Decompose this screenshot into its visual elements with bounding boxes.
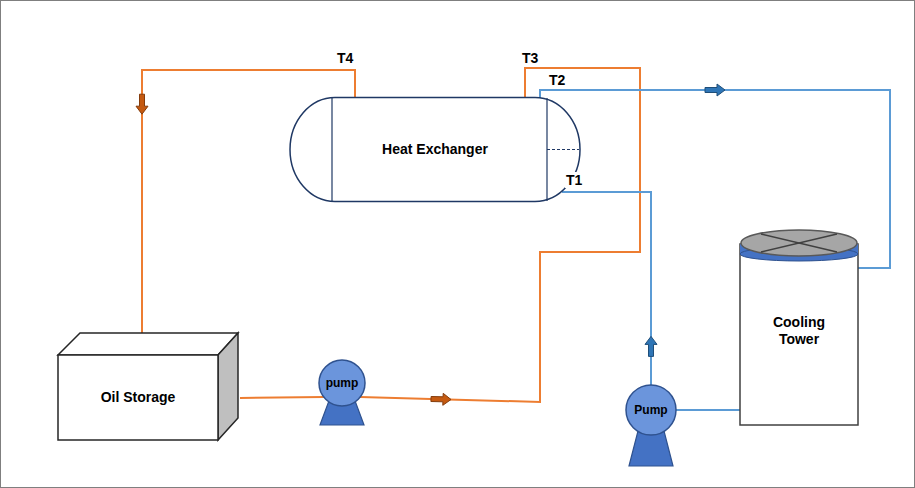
pipe-line [540,90,890,268]
heat-exchanger: Heat Exchanger [290,97,580,202]
pipe-connector [540,84,890,268]
flow-arrow [136,94,148,114]
temperature-point-label: T2 [548,72,566,88]
pipe-line [562,192,651,385]
oil-pump-outline [316,359,368,427]
pipe-connector [562,192,657,385]
flow-arrow [705,84,725,96]
node-label: Pump [634,403,667,417]
flow-arrow [431,393,451,405]
temperature-point-label: T1 [565,172,583,188]
flow-arrow [645,336,657,356]
water-pump-outline [624,384,678,468]
node-label-box: Cooling Tower [754,306,844,356]
node-label-box: Oil Storage [58,355,218,440]
pipe-line [676,409,740,411]
node-label: Cooling Tower [754,314,844,348]
node-label-box: pump [316,373,368,393]
node-label: Heat Exchanger [382,141,488,158]
node-label: pump [326,376,359,390]
temperature-point-label: T4 [336,50,354,66]
pipe-connector [676,410,740,411]
water-pump: Pump [624,384,678,468]
oil-pump: pump [316,359,368,427]
node-label-box: Heat Exchanger [340,97,530,202]
oil-storage-tank-outline [56,331,240,442]
pipe-connector [240,397,324,398]
oil-storage-tank: Oil Storage [56,331,240,442]
cooling-tower: Cooling Tower [738,222,860,427]
temperature-point-label: T3 [521,50,539,66]
node-label: Oil Storage [101,389,176,406]
node-label-box: Pump [624,400,678,420]
pipe-line [240,397,324,398]
